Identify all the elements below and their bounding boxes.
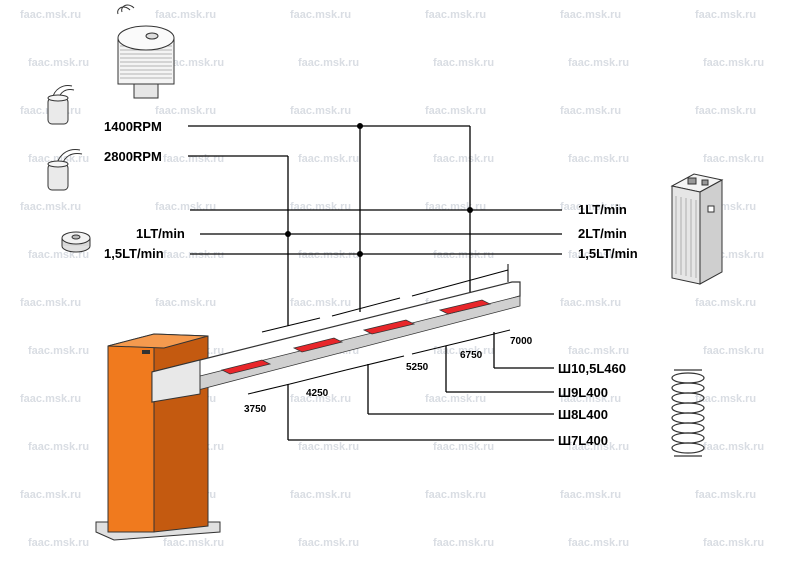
watermark-text: faac.msk.ru	[28, 441, 89, 453]
barrier-boom	[151, 281, 521, 403]
watermark-text: faac.msk.ru	[695, 9, 756, 21]
dimension-6750: 6750	[460, 350, 483, 361]
watermark-text: faac.msk.ru	[433, 441, 494, 453]
watermark-text: faac.msk.ru	[433, 153, 494, 165]
watermark-text: faac.msk.ru	[28, 57, 89, 69]
watermark-text: faac.msk.ru	[298, 441, 359, 453]
motor-icon	[117, 4, 175, 99]
watermark-text: faac.msk.ru	[425, 201, 486, 213]
watermark-text: faac.msk.ru	[425, 489, 486, 501]
watermark-text: faac.msk.ru	[695, 297, 756, 309]
watermark-text: faac.msk.ru	[28, 345, 89, 357]
watermark-text: faac.msk.ru	[695, 393, 756, 405]
dimension-7000: 7000	[510, 336, 533, 347]
watermark-text: faac.msk.ru	[155, 9, 216, 21]
watermark-text: faac.msk.ru	[425, 9, 486, 21]
label-spring-8: Ш8L400	[558, 407, 608, 422]
boom-reflective-stripes	[220, 299, 492, 375]
watermark-text: faac.msk.ru	[163, 249, 224, 261]
dimension-4250: 4250	[306, 388, 329, 399]
watermark-text: faac.msk.ru	[568, 537, 629, 549]
watermark-text: faac.msk.ru	[290, 489, 351, 501]
label-flow-right-2: 2LT/min	[578, 226, 627, 241]
watermark-text: faac.msk.ru	[568, 249, 629, 261]
watermark-text: faac.msk.ru	[703, 153, 764, 165]
label-2800rpm: 2800RPM	[104, 149, 162, 164]
watermark-text: faac.msk.ru	[163, 153, 224, 165]
label-spring-10-5: Ш10,5L460	[558, 361, 626, 376]
watermark-text: faac.msk.ru	[298, 249, 359, 261]
watermark-text: faac.msk.ru	[703, 441, 764, 453]
watermark-text: faac.msk.ru	[155, 201, 216, 213]
label-1400rpm: 1400RPM	[104, 119, 162, 134]
label-flow-left-1: 1LT/min	[136, 226, 185, 241]
watermark-text: faac.msk.ru	[560, 489, 621, 501]
watermark-text: faac.msk.ru	[433, 537, 494, 549]
watermark-text: faac.msk.ru	[155, 297, 216, 309]
watermark-text: faac.msk.ru	[560, 393, 621, 405]
watermark-text: faac.msk.ru	[290, 105, 351, 117]
watermark-text: faac.msk.ru	[290, 297, 351, 309]
watermark-text: faac.msk.ru	[298, 57, 359, 69]
watermark-text: faac.msk.ru	[703, 537, 764, 549]
capacitor-1400rpm-icon	[47, 85, 75, 125]
watermark-text: faac.msk.ru	[290, 201, 351, 213]
watermark-text: faac.msk.ru	[560, 297, 621, 309]
watermark-text: faac.msk.ru	[695, 489, 756, 501]
watermark-text: faac.msk.ru	[425, 393, 486, 405]
watermark-text: faac.msk.ru	[163, 57, 224, 69]
watermark-text: faac.msk.ru	[20, 297, 81, 309]
connector-lines	[188, 123, 562, 326]
watermark-text: faac.msk.ru	[568, 441, 629, 453]
watermark-text: faac.msk.ru	[290, 393, 351, 405]
balancing-spring-icon	[671, 369, 705, 457]
watermark-text: faac.msk.ru	[298, 153, 359, 165]
label-flow-right-1-5: 1,5LT/min	[578, 246, 638, 261]
spring-callout-lines	[287, 332, 554, 441]
watermark-text: faac.msk.ru	[298, 537, 359, 549]
label-flow-right-1: 1LT/min	[578, 202, 627, 217]
watermark-text: faac.msk.ru	[20, 393, 81, 405]
watermark-text: faac.msk.ru	[695, 105, 756, 117]
watermark-text: faac.msk.ru	[20, 489, 81, 501]
capacitor-2800rpm-icon	[47, 149, 83, 191]
dimension-3750: 3750	[244, 404, 267, 415]
watermark-text: faac.msk.ru	[425, 105, 486, 117]
watermark-text: faac.msk.ru	[155, 105, 216, 117]
label-spring-9: Ш9L400	[558, 385, 608, 400]
watermark-text: faac.msk.ru	[28, 537, 89, 549]
control-unit-icon	[670, 173, 724, 285]
watermark-text: faac.msk.ru	[703, 345, 764, 357]
watermark-text: faac.msk.ru	[433, 57, 494, 69]
dimension-5250: 5250	[406, 362, 429, 373]
length-dimension-arrows	[247, 264, 511, 395]
label-spring-7: Ш7L400	[558, 433, 608, 448]
watermark-text: faac.msk.ru	[20, 9, 81, 21]
watermark-text: faac.msk.ru	[568, 153, 629, 165]
label-flow-left-1-5: 1,5LT/min	[104, 246, 164, 261]
watermark-text: faac.msk.ru	[560, 201, 621, 213]
watermark-text: faac.msk.ru	[703, 57, 764, 69]
watermark-text: faac.msk.ru	[568, 57, 629, 69]
watermark-text: faac.msk.ru	[290, 9, 351, 21]
watermark-text: faac.msk.ru	[433, 249, 494, 261]
watermark-text: faac.msk.ru	[560, 9, 621, 21]
watermark-text: faac.msk.ru	[568, 345, 629, 357]
pump-icon	[61, 231, 91, 253]
watermark-text: faac.msk.ru	[433, 345, 494, 357]
watermark-text: faac.msk.ru	[163, 537, 224, 549]
watermark-text: faac.msk.ru	[560, 105, 621, 117]
watermark-text: faac.msk.ru	[20, 201, 81, 213]
